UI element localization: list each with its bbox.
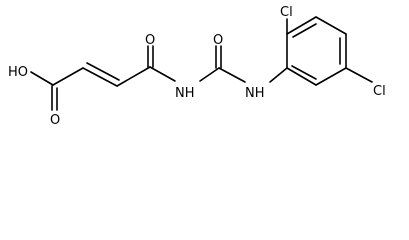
- atom-urea-carbonyl-o: O: [213, 33, 223, 48]
- bond-ring-6: [286, 67, 317, 86]
- bond-cl-right: [345, 67, 373, 83]
- atom-imide-nh: NH: [175, 86, 195, 101]
- atom-chlorine-right: Cl: [373, 84, 386, 99]
- structure-diagram: HO O O NH O NH Cl Cl: [8, 5, 386, 128]
- bond-ring-5: [315, 67, 347, 86]
- atom-amide-carbonyl-o: O: [145, 33, 155, 48]
- bond-c1-oh: [30, 71, 54, 86]
- bond-nh-aryl: [269, 67, 288, 83]
- atom-chlorine-top: Cl: [280, 5, 293, 20]
- bond-c2-c3-b: [86, 62, 120, 81]
- atom-acid-carbonyl-o: O: [50, 113, 60, 128]
- bond-c4-nh: [149, 66, 176, 82]
- bond-ring-2: [286, 16, 317, 35]
- atom-labels: HO O O NH O NH Cl Cl: [8, 5, 386, 128]
- bond-lines: [30, 16, 373, 111]
- bond-c1-c2: [52, 67, 84, 86]
- bond-ring-3: [315, 16, 347, 35]
- bond-nh-c5: [199, 67, 220, 82]
- atom-aryl-nh: NH: [245, 86, 265, 101]
- bond-c3-c4: [116, 66, 151, 87]
- atom-hydroxyl: HO: [8, 65, 28, 80]
- bond-c2-c3-a: [82, 67, 118, 87]
- molecule-svg: HO O O NH O NH Cl Cl: [8, 5, 386, 128]
- bond-ring-inner-1: [292, 23, 317, 38]
- bond-ring-inner-3: [291, 65, 317, 80]
- bond-c5-nh: [218, 67, 246, 83]
